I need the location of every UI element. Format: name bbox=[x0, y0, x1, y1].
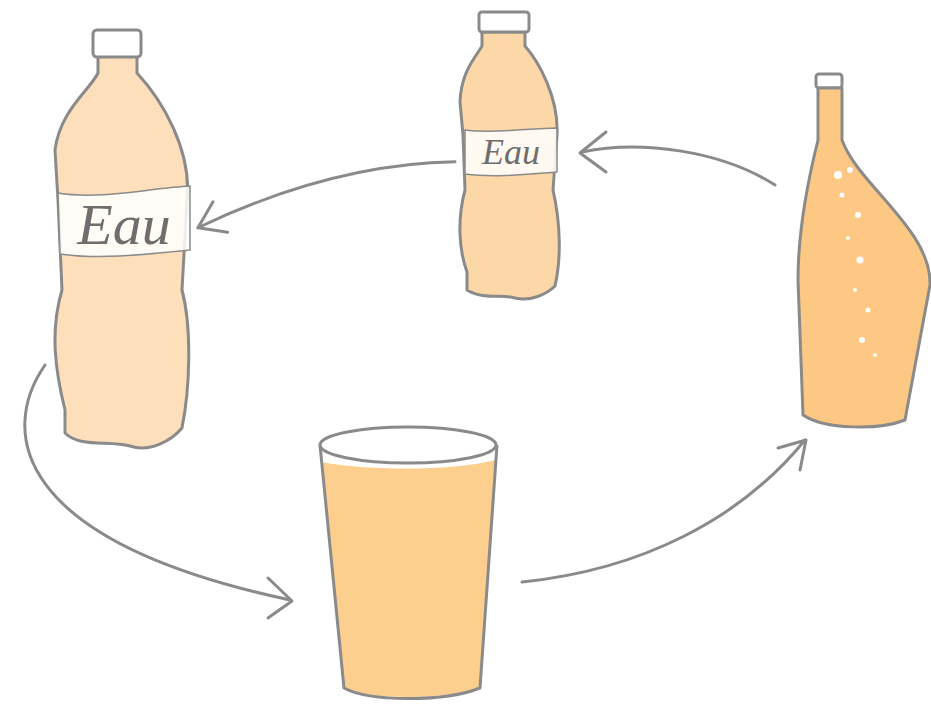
bubbles bbox=[834, 167, 877, 357]
glass-outline bbox=[320, 445, 497, 699]
bottle-cap bbox=[93, 30, 141, 57]
bottle-cap bbox=[816, 74, 842, 88]
glass-bottle bbox=[798, 74, 930, 427]
cycle-arrow bbox=[198, 162, 455, 232]
arrow-head bbox=[778, 440, 806, 470]
bottle-cap bbox=[479, 12, 529, 32]
glass-rim bbox=[320, 427, 496, 463]
cycle-arrow bbox=[522, 440, 805, 582]
water-bottle: Eau bbox=[40, 28, 198, 453]
bottle-label: Eau bbox=[467, 134, 555, 170]
water-bottle: Eau bbox=[455, 10, 563, 302]
arrow-head bbox=[580, 132, 606, 172]
bottle-label-band bbox=[58, 186, 190, 257]
glass-liquid bbox=[322, 460, 496, 697]
cycle-arrow bbox=[582, 147, 775, 185]
bottle-label-band bbox=[465, 128, 557, 176]
bottle-label: Eau bbox=[60, 196, 188, 254]
connector-line bbox=[198, 162, 455, 228]
drinking-glass bbox=[320, 427, 497, 699]
bottle-body bbox=[798, 88, 930, 427]
bottle-body bbox=[460, 32, 559, 299]
arrow-head bbox=[268, 578, 292, 618]
arrow-head bbox=[198, 202, 228, 233]
